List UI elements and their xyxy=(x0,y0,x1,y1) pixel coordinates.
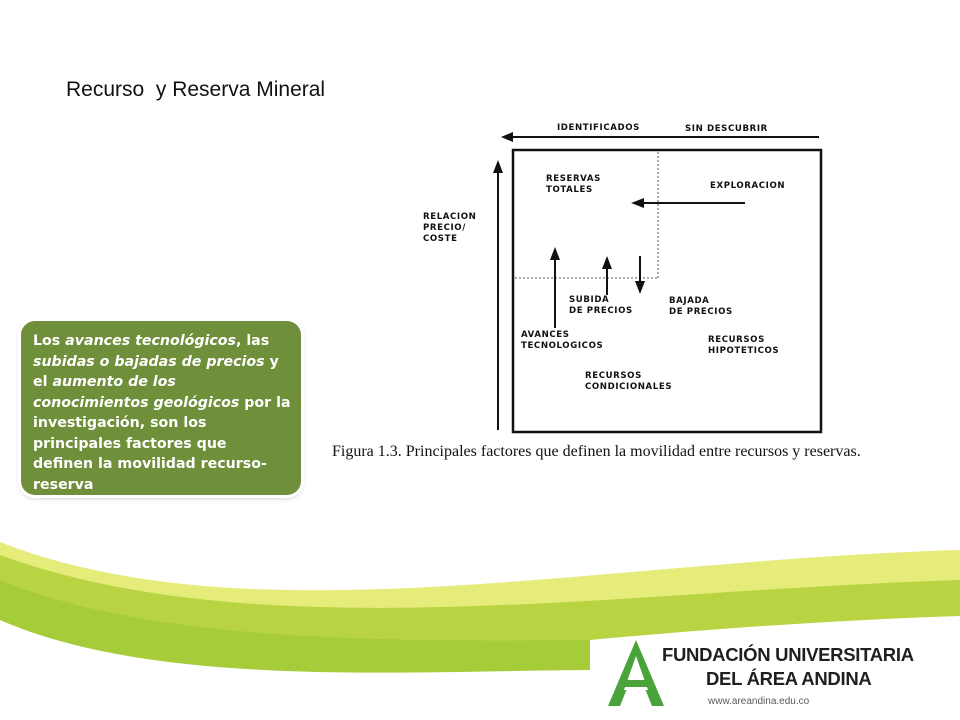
resource-reserve-figure: IDENTIFICADOS SIN DESCUBRIR RELACION PRE… xyxy=(405,110,925,440)
label-sin-descubrir: SIN DESCUBRIR xyxy=(685,124,768,134)
institution-logo: FUNDACIÓN UNIVERSITARIA DEL ÁREA ANDINA … xyxy=(606,634,914,714)
arrow-down-icon xyxy=(635,281,645,294)
callout-box: Los avances tecnológicos, las subidas o … xyxy=(21,321,301,495)
label-identificados: IDENTIFICADOS xyxy=(557,123,640,133)
arrow-left-icon xyxy=(501,132,513,142)
arrow-up-icon xyxy=(550,247,560,260)
callout-part-italic: avances tecnológicos xyxy=(65,333,236,349)
callout-part: y el xyxy=(33,353,279,391)
footer-wave-band xyxy=(0,542,960,720)
figure-diagram xyxy=(493,132,823,434)
callout-part-italic: aumento de los conocimientos geológicos xyxy=(33,374,240,411)
callout-part: Los xyxy=(33,333,66,349)
label-reservas-totales: RESERVAS TOTALES xyxy=(546,174,601,195)
label-recursos-condicionales: RECURSOS CONDICIONALES xyxy=(585,371,673,392)
callout-text: Los avances tecnológicos, las subidas o … xyxy=(33,331,291,495)
label-exploracion: EXPLORACION xyxy=(710,181,786,191)
logo-name-line2: DEL ÁREA ANDINA xyxy=(706,668,872,689)
figure-caption: Figura 1.3. Principales factores que def… xyxy=(332,443,861,460)
arrow-up-icon xyxy=(493,160,503,173)
main-frame xyxy=(511,148,823,434)
logo-name-line1: FUNDACIÓN UNIVERSITARIA xyxy=(662,644,914,665)
label-relacion-precio-coste: RELACION PRECIO/ COSTE xyxy=(423,212,477,244)
arrow-left-icon xyxy=(631,198,644,208)
callout-part: por la investigación, son los principale… xyxy=(33,394,291,493)
label-recursos-hipoteticos: RECURSOS HIPOTETICOS xyxy=(708,335,780,356)
label-bajada-precios: BAJADA DE PRECIOS xyxy=(669,296,733,317)
callout-part-italic: subidas o bajadas de precios xyxy=(33,353,265,370)
logo-url: www.areandina.edu.co xyxy=(708,696,810,707)
label-avances-tecnologicos: AVANCES TECNOLOGICOS xyxy=(521,330,604,351)
callout-part: , las xyxy=(235,333,270,349)
slide-title: Recurso y Reserva Mineral xyxy=(66,78,326,101)
label-subida-precios: SUBIDA DE PRECIOS xyxy=(569,295,633,316)
logo-a-icon xyxy=(608,640,664,706)
arrow-up-icon xyxy=(602,256,612,269)
